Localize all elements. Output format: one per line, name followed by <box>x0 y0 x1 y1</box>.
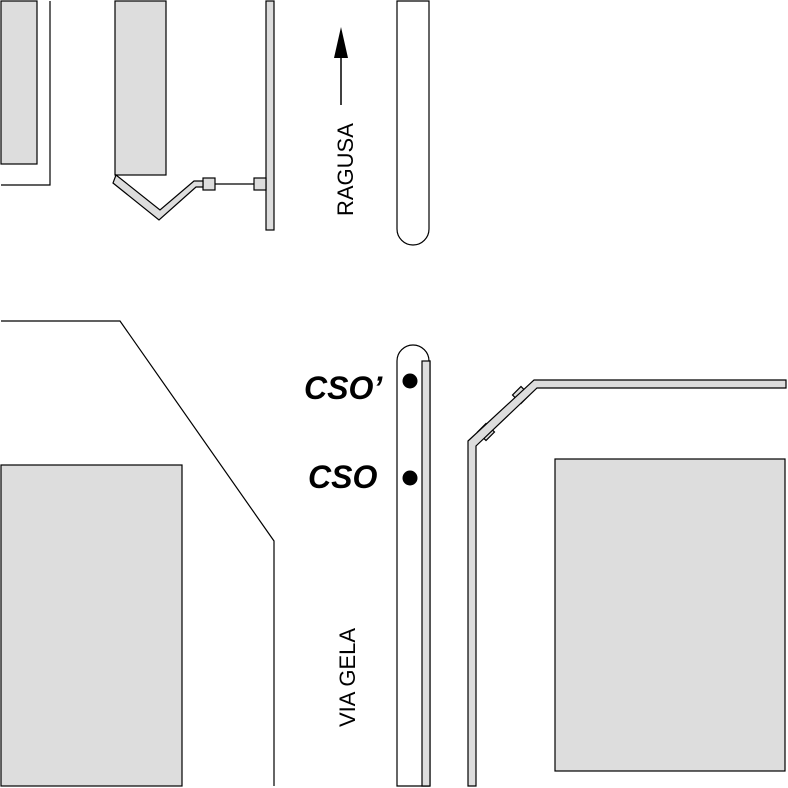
direction-arrow-icon <box>334 27 348 105</box>
bent-strip-right <box>467 379 787 787</box>
building-bottom-right <box>554 458 786 772</box>
sidewalk-strip-top <box>265 0 275 231</box>
street-label-via-gela: VIA GELA <box>335 628 360 727</box>
point-label-cso-prime: CSO’ <box>304 370 383 406</box>
building-top-left <box>0 0 38 165</box>
connector-large-top <box>253 177 267 191</box>
point-label-cso: CSO <box>308 459 377 495</box>
building-top-center <box>114 0 167 176</box>
sidewalk-strip-via-gela-overlay <box>421 360 431 787</box>
point-marker-cso <box>402 470 418 486</box>
traffic-island-top <box>396 0 430 246</box>
block-outline-top-left <box>1 1 51 186</box>
building-bottom-left <box>0 464 183 787</box>
bent-strip-top <box>112 174 204 221</box>
point-marker-cso-prime <box>402 373 418 389</box>
block-outline-diagonal <box>1 320 275 786</box>
connector-small-top <box>202 177 216 191</box>
street-label-ragusa: RAGUSA <box>333 123 358 216</box>
